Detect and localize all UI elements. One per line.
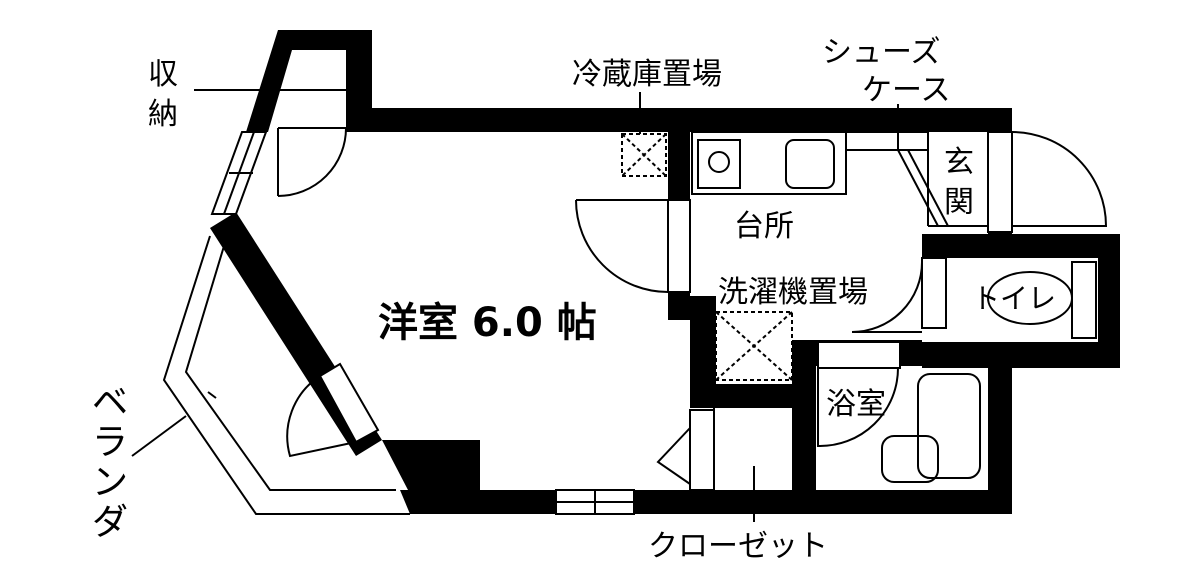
storage-door <box>277 127 347 197</box>
kitchen-door <box>575 199 691 293</box>
washer-space-box <box>715 311 793 381</box>
entrance-door <box>987 131 1108 233</box>
doors <box>277 127 1108 491</box>
kitchen-wall-mid <box>668 292 690 320</box>
veranda-char-4: ダ <box>92 502 128 543</box>
toilet-bowl-icon <box>987 271 1073 325</box>
labels: 洋室 6.0 帖 台所 浴室 収 納 冷蔵庫置場 シューズ ケース 玄 関 洗濯… <box>92 35 1073 564</box>
shoe-case-box <box>845 131 929 151</box>
bath-sink <box>881 435 939 483</box>
shoe-case-label-1: シューズ <box>822 35 941 70</box>
toilet-tank <box>1071 261 1097 339</box>
leader-lines <box>131 89 899 522</box>
toilet-label: トイレ <box>972 282 1056 315</box>
top-wall <box>346 108 1012 132</box>
fridge-space-label: 冷蔵庫置場 <box>572 57 722 92</box>
entrance-label-2: 関 <box>944 185 974 220</box>
toilet-wall-right <box>1098 234 1120 368</box>
western-room-label: 洋室 6.0 帖 <box>378 300 597 346</box>
walls <box>210 30 1120 514</box>
kitchen-label: 台所 <box>734 209 794 244</box>
shoe-case-label-2: ケース <box>862 73 951 108</box>
toilet-wall <box>922 234 1120 258</box>
sink-icon <box>785 139 835 189</box>
storage-label-1: 収 <box>148 57 178 92</box>
bathroom-door <box>817 341 901 448</box>
fridge-space-box <box>621 133 667 177</box>
storage-label-2: 納 <box>148 97 178 132</box>
veranda-door <box>286 362 380 458</box>
toilet-wall-bottom <box>922 342 1120 368</box>
bottom-wall <box>400 490 1012 514</box>
washer-space-label: 洗濯機置場 <box>718 275 868 310</box>
veranda-char-2: ラ <box>92 422 128 463</box>
kitchen-counter <box>691 131 847 195</box>
veranda <box>162 235 410 515</box>
kitchen-wall-upper <box>668 132 690 200</box>
toilet-door <box>851 257 947 333</box>
closet-label: クローゼット <box>648 529 828 564</box>
bath-wall-left <box>792 366 816 490</box>
closet-door <box>656 409 715 491</box>
fixtures <box>278 89 1097 490</box>
windows <box>210 131 635 515</box>
veranda-char-3: ン <box>92 462 128 503</box>
entrance-label-1: 玄 <box>944 145 974 180</box>
sw-block <box>382 440 480 490</box>
bath-wall-right <box>988 342 1012 514</box>
bathtub <box>917 373 981 479</box>
bathroom-label: 浴室 <box>826 387 886 422</box>
storage-wall <box>246 30 372 132</box>
stove-icon <box>697 139 741 189</box>
veranda-char-1: ベ <box>92 382 128 423</box>
